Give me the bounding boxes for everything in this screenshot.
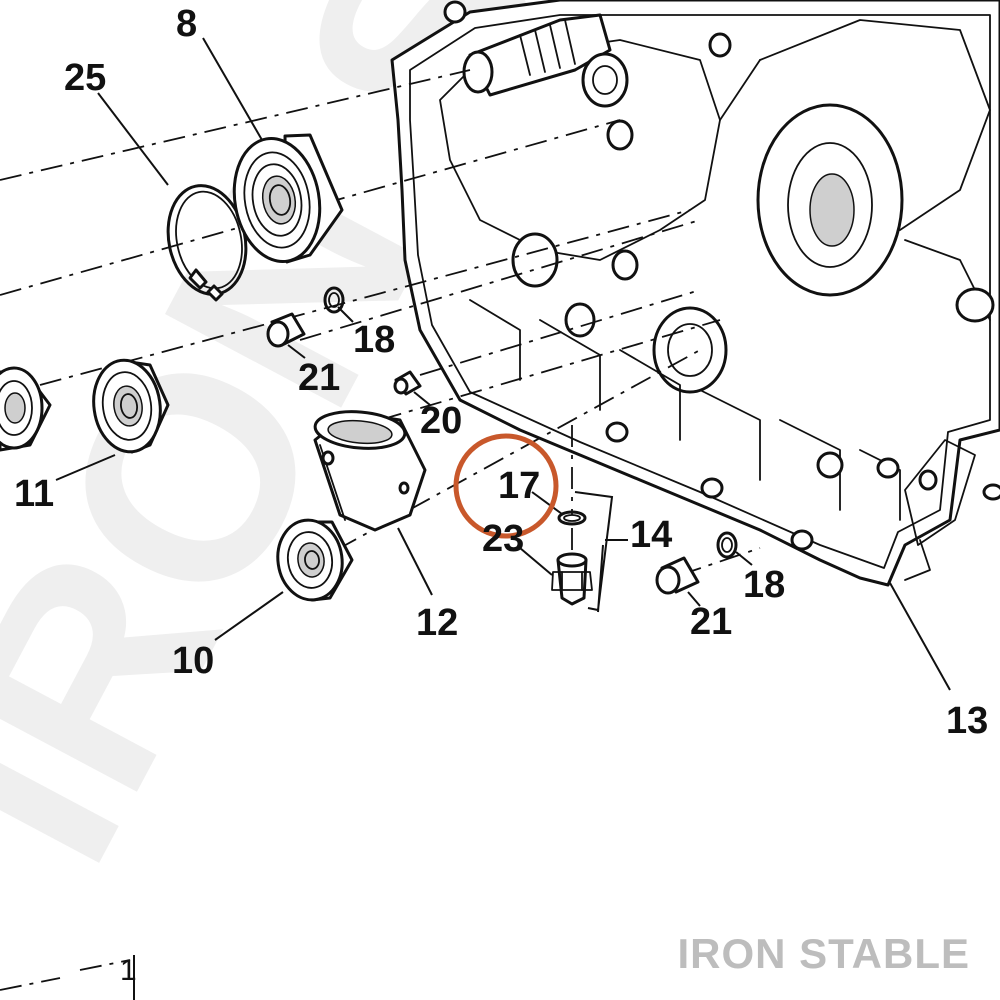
callout-1: 1 — [120, 954, 137, 987]
dowel-21-lower — [655, 556, 700, 595]
o-ring-18-upper — [323, 286, 345, 314]
bearing-8 — [232, 133, 344, 264]
bearing-10 — [276, 518, 354, 602]
callout-12: 12 — [416, 602, 458, 644]
bearing-11 — [92, 358, 170, 454]
pin-20 — [393, 370, 422, 396]
callout-labels: 8 25 18 21 20 11 17 23 14 18 21 12 10 13… — [14, 3, 988, 987]
kit-14-bracket — [574, 491, 614, 613]
callout-10: 10 — [172, 640, 214, 682]
bearing-left-partial — [0, 366, 52, 452]
callout-21-upper: 21 — [298, 357, 340, 399]
callout-17: 17 — [498, 465, 540, 507]
highlight-circle — [453, 433, 559, 539]
o-ring-17 — [557, 510, 587, 526]
callout-11: 11 — [14, 473, 54, 515]
crankcase-13 — [390, 0, 1000, 587]
dowel-21-upper — [266, 312, 306, 348]
bushing-12 — [313, 410, 427, 532]
callout-14: 14 — [630, 514, 672, 556]
callout-18-upper: 18 — [353, 319, 395, 361]
brand-logo: IRON STABLE — [677, 930, 970, 977]
leader-lines — [55, 37, 951, 1000]
callout-21-lower: 21 — [690, 601, 732, 643]
callout-8: 8 — [176, 3, 197, 45]
callout-20: 20 — [420, 400, 462, 442]
callout-25: 25 — [64, 57, 106, 99]
callout-23: 23 — [482, 518, 524, 560]
callout-13: 13 — [946, 700, 988, 742]
drain-plug-23 — [551, 552, 593, 606]
assembly-axes — [0, 69, 761, 991]
o-ring-18-lower — [716, 531, 738, 559]
callout-18-lower: 18 — [743, 564, 785, 606]
